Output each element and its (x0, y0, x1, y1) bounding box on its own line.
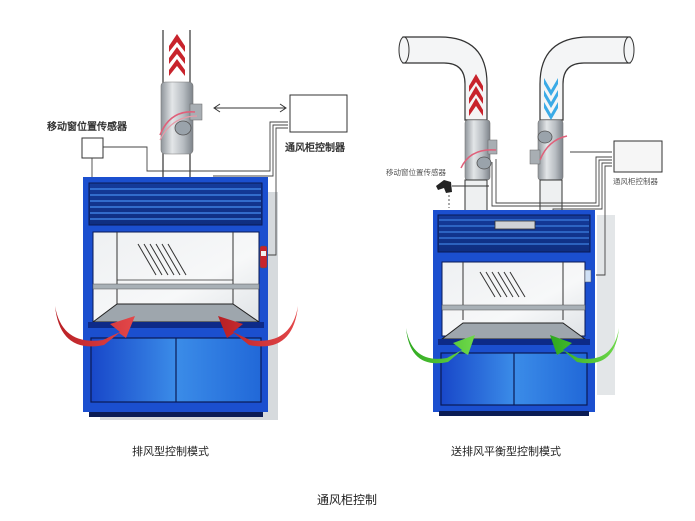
airflow-sensor-bar (494, 220, 536, 230)
hood-controller-box (613, 140, 663, 173)
figure-title: 通风柜控制 (317, 493, 378, 507)
controller-label: 通风柜控制器 (285, 143, 345, 154)
sash-sensor-box (81, 137, 104, 159)
inflow-arrow-right-icon (550, 328, 619, 364)
exhaust-arrow-icon (469, 74, 483, 116)
sash-sensor-panel-icon (584, 269, 592, 283)
supply-arrow-icon (544, 78, 558, 120)
caption-exhaust-mode: 排风型控制模式 (132, 445, 209, 458)
hood-controller-box (289, 94, 348, 133)
supply-vav-valve (529, 119, 568, 213)
exhaust-vav-valve (460, 119, 498, 213)
control-wiring (91, 121, 288, 256)
caption-balanced-mode: 送排风平衡型控制模式 (451, 445, 561, 458)
inflow-arrow-right-icon (218, 306, 298, 347)
sash-sensor-icon (436, 180, 489, 208)
alarm-panel-icon (259, 245, 268, 269)
sash-sensor-label: 移动窗位置传感器 (47, 122, 127, 133)
fume-hood-cabinet (83, 177, 268, 417)
vav-valve (159, 81, 203, 155)
panel-balanced-mode (398, 36, 663, 416)
exhaust-duct (398, 36, 488, 121)
cabinet-shadow (597, 215, 615, 395)
exhaust-arrow-icon (169, 34, 185, 76)
glass-reflection (137, 243, 187, 276)
communication-arrow-icon (213, 103, 287, 113)
glass-reflection (479, 271, 526, 298)
sash-sensor-label: 移动窗位置传感器 (386, 168, 446, 177)
controller-label: 通风柜控制器 (613, 177, 658, 186)
inflow-arrow-left-icon (55, 306, 135, 347)
fume-hood-cabinet (433, 210, 595, 416)
supply-duct (539, 36, 635, 121)
panel-exhaust-mode (55, 30, 348, 420)
inflow-arrow-left-icon (406, 328, 475, 364)
